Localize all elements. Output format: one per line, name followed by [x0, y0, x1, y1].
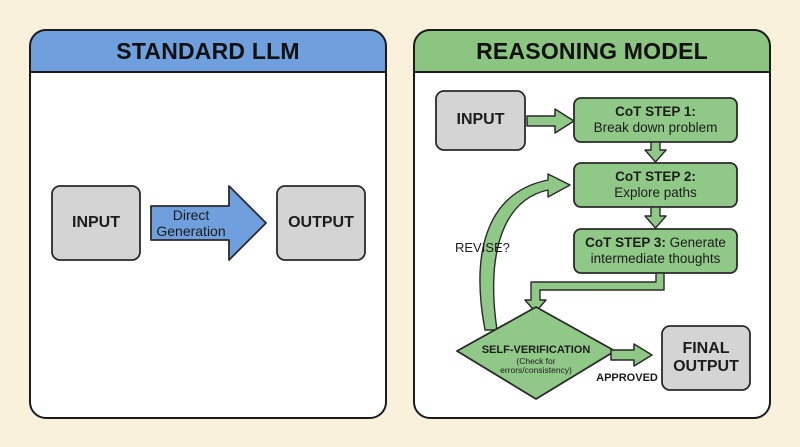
step3-to-verification-arrow	[524, 272, 665, 313]
revise-label: REVISE?	[455, 239, 510, 255]
final-output-label: FINAL OUTPUT	[662, 326, 750, 390]
final-output-line2: OUTPUT	[673, 358, 739, 375]
approved-arrow	[610, 343, 653, 367]
step1-to-step2-arrow	[644, 141, 667, 163]
final-output-line1: FINAL	[682, 339, 730, 357]
self-verification-sub-line2: errors/consistency)	[500, 365, 572, 376]
standard-input-box	[51, 185, 141, 261]
revise-loop-arrow	[479, 173, 571, 331]
cot-step2-text: Explore paths	[614, 185, 697, 200]
reasoning-header-bar	[414, 30, 770, 72]
cot-step2-label: CoT STEP 2: Explore paths	[574, 163, 737, 207]
reasoning-input-label: INPUT	[456, 111, 505, 129]
direct-generation-arrow	[150, 185, 267, 261]
self-verification-label: SELF-VERIFICATION (Check for errors/cons…	[470, 340, 602, 380]
step2-to-step3-arrow	[644, 206, 667, 229]
reasoning-input-box	[435, 90, 526, 151]
cot-step2-title: CoT STEP 2:	[615, 169, 696, 185]
approved-label: APPROVED	[596, 371, 658, 384]
cot-step3-text-line2: intermediate thoughts	[590, 251, 721, 266]
standard-llm-title: STANDARD LLM	[116, 37, 300, 64]
cot-step1-text: Break down problem	[593, 120, 718, 135]
cot-step3-text-line1: Generate	[665, 235, 726, 251]
self-verification-sub-line1: (Check for	[516, 355, 556, 366]
standard-input-label: INPUT	[72, 213, 120, 231]
cot-step3-label: CoT STEP 3: Generate intermediate though…	[574, 229, 737, 273]
self-verification-diamond	[456, 306, 616, 400]
cot-step1-label: CoT STEP 1: Break down problem	[574, 98, 737, 142]
reasoning-model-title: REASONING MODEL	[476, 37, 708, 64]
direct-generation-line2: Generation	[156, 223, 226, 239]
cot-step3-title: CoT STEP 3:	[585, 235, 666, 251]
final-output-box	[661, 325, 751, 391]
self-verification-title: SELF-VERIFICATION	[481, 344, 591, 357]
standard-output-label: OUTPUT	[288, 213, 354, 231]
cot-step1-title: CoT STEP 1:	[615, 104, 696, 120]
direct-generation-line1: Direct	[172, 206, 210, 223]
standard-output-box	[276, 185, 366, 261]
input-to-step1-arrow	[526, 108, 575, 134]
direct-generation-label: Direct Generation	[152, 206, 230, 240]
standard-header-bar	[30, 30, 386, 72]
